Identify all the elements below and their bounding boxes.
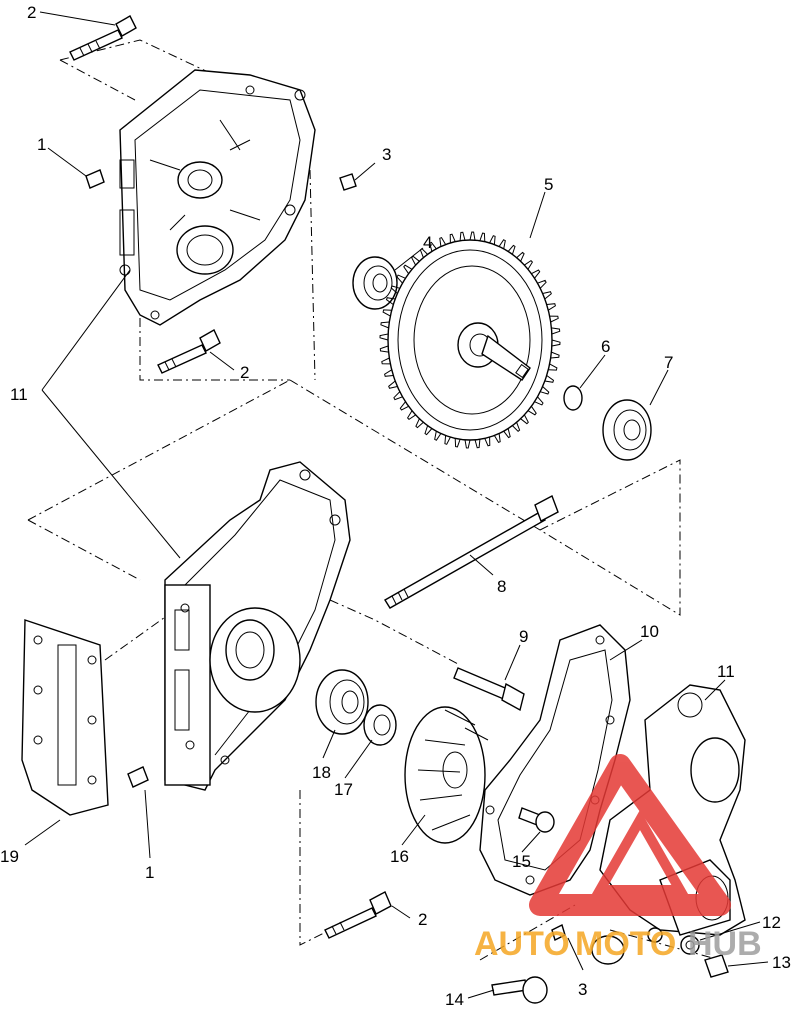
bearing-4 [352,256,398,310]
callout-1-bottom: 1 [145,863,154,882]
small-parts-cluster [591,927,663,965]
callout-10: 10 [640,622,659,641]
seal-17 [363,704,397,746]
bearing-7 [602,399,652,461]
callout-3-top: 3 [382,145,391,164]
watermark-inner-triangle [591,809,689,895]
bolt-bottom [324,891,392,939]
callout-11-left: 11 [10,385,28,404]
impeller-16 [404,706,489,844]
watermark-triangle [529,754,731,916]
snap-ring-6 [563,385,583,411]
screw-15 [518,807,555,833]
watermark-text-moto: MOTO [575,925,676,963]
callout-5: 5 [544,175,553,194]
callout-4: 4 [423,233,432,252]
washer-12 [680,935,700,955]
callout-2-bottom: 2 [418,910,427,929]
drain-plug-13 [704,954,729,978]
gear-5 [379,231,561,449]
callout-6: 6 [601,337,610,356]
long-stud-8 [384,495,559,609]
watermark-text-auto: AUTO [474,925,570,963]
callout-labels: 2 1 3 4 5 2 11 6 7 8 9 10 11 18 17 16 15… [0,3,791,1009]
callout-11-right: 11 [717,662,735,681]
callout-1-top: 1 [37,135,46,154]
dowel-pin-top [85,169,105,189]
pin-top [339,173,357,191]
callout-14: 14 [445,990,464,1009]
callout-9: 9 [519,627,528,646]
leader-lines [24,11,769,999]
bearing-18 [315,669,369,735]
callout-13: 13 [772,953,791,972]
bolt-9 [453,667,525,712]
callout-3-bottom: 3 [578,980,587,999]
callout-19: 19 [0,847,19,866]
watermark-text-hub: HUB [688,925,762,963]
callout-16: 16 [390,847,409,866]
callout-8: 8 [497,577,506,596]
lower-housing [164,461,351,791]
bolt-mid [157,329,221,374]
callout-17: 17 [334,780,353,799]
upper-housing-cover [119,69,316,326]
pin-bottom [551,924,566,941]
callout-12: 12 [762,913,781,932]
bolt-top [69,15,137,61]
callout-15: 15 [512,852,531,871]
callout-2-mid: 2 [240,363,249,382]
callout-7: 7 [664,353,673,372]
watermark-logo: AUTO MOTO HUB [474,754,762,963]
callout-2-top: 2 [27,3,36,22]
callout-18: 18 [312,763,331,782]
gasket-19 [21,619,109,816]
dowel-pin-bottom [127,766,149,788]
bolt-14 [491,976,548,1004]
assembly-guide-lines [27,39,721,961]
